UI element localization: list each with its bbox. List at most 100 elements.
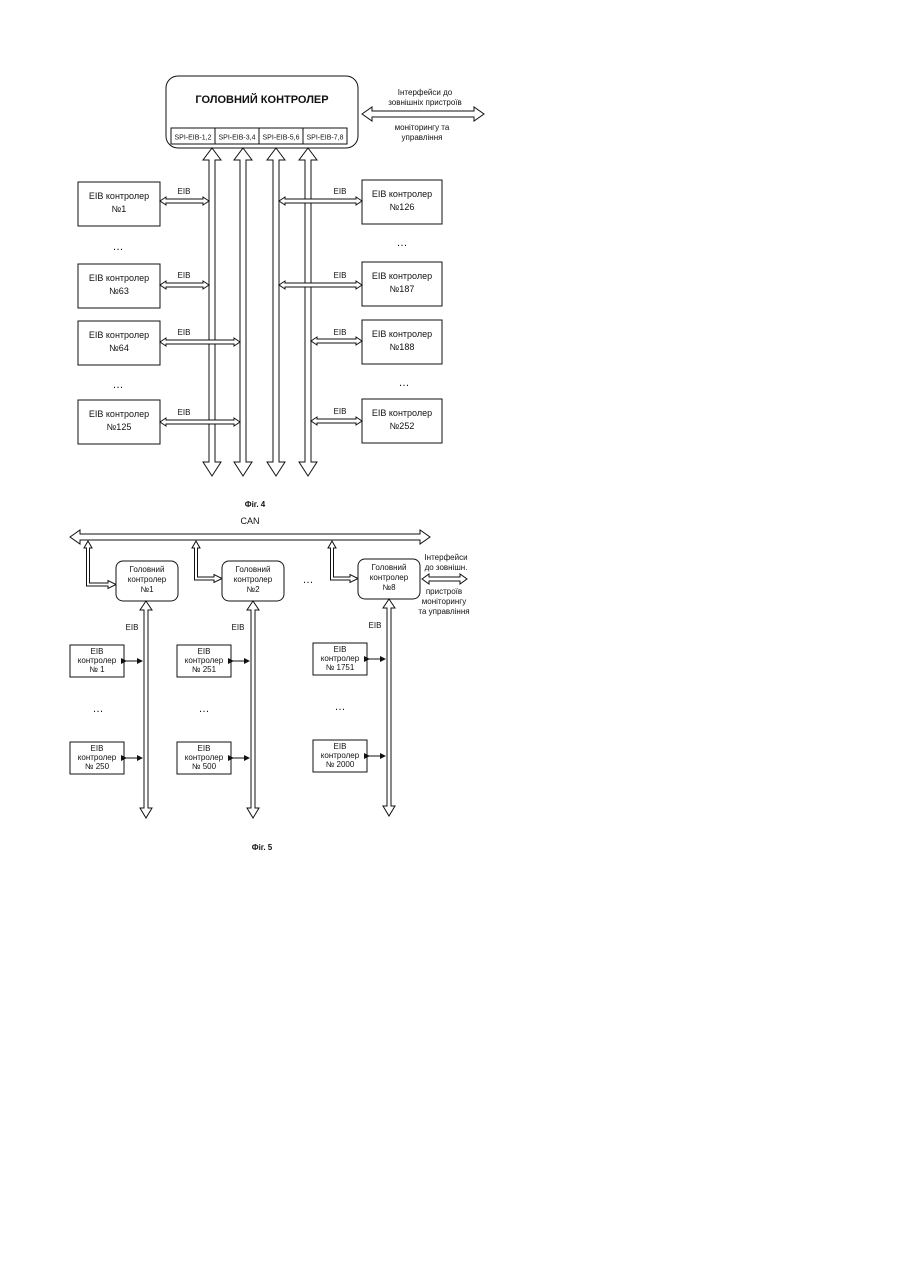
controller-label: EIB	[198, 647, 211, 656]
controller-number: № 1	[89, 665, 105, 674]
fig5-eib-bus-2	[247, 601, 259, 818]
eib-label: EIB	[178, 328, 191, 337]
fig4-eib-link-left-3	[160, 338, 240, 346]
fig5-eib-bus-1	[140, 601, 152, 818]
controller-number: №125	[107, 422, 132, 432]
fig4-caption: Фіг. 4	[245, 500, 266, 509]
fig5-eib-controller-251: EIB контролер № 251	[177, 645, 231, 677]
fig4-eib-link-left-4	[160, 418, 240, 426]
controller-number: №252	[390, 421, 415, 431]
eib-label: EIB	[334, 328, 347, 337]
fig5-head-controller-1: Головний контролер №1	[116, 561, 178, 601]
fig4-eib-link-right-1	[279, 197, 362, 205]
fig4-ellipsis: …	[399, 377, 410, 389]
fig4-bus-3	[267, 148, 285, 476]
controller-number: № 250	[85, 762, 110, 771]
fig4-right-controller-3: EIB контролер №188	[362, 320, 442, 364]
fig5-eib-controller-500: EIB контролер № 500	[177, 742, 231, 774]
fig5-eib-controller-1751: EIB контролер № 1751	[313, 643, 367, 675]
figure-5: CAN Головний контролер №1 Головний контр…	[70, 516, 470, 852]
can-tap-1	[84, 541, 116, 589]
eib-label: EIB	[126, 623, 139, 632]
controller-label: контролер	[321, 751, 360, 760]
fig4-interface-line4: управління	[402, 133, 443, 142]
controller-label: EIB контролер	[89, 409, 149, 419]
controller-number: №63	[109, 286, 129, 296]
fig5-interface-line2: до зовнішн.	[425, 563, 468, 572]
controller-label: EIB контролер	[372, 329, 432, 339]
fig4-eib-link-right-4	[311, 417, 362, 425]
controller-label: EIB	[334, 742, 347, 751]
fig4-right-controller-1: EIB контролер №126	[362, 180, 442, 224]
head-number: №8	[382, 583, 396, 592]
controller-label: контролер	[185, 656, 224, 665]
eib-label: EIB	[178, 408, 191, 417]
fig5-interface-line3: пристроїв	[426, 587, 462, 596]
controller-number: №187	[390, 284, 415, 294]
fig4-left-controller-3: EIB контролер №64	[78, 321, 160, 365]
controller-number: № 251	[192, 665, 217, 674]
can-bus	[70, 530, 430, 544]
fig4-right-controller-4: EIB контролер №252	[362, 399, 442, 443]
controller-label: контролер	[78, 753, 117, 762]
fig4-left-controller-2: EIB контролер №63	[78, 264, 160, 308]
controller-label: EIB	[91, 647, 104, 656]
fig4-ellipsis: …	[397, 237, 408, 249]
spi-port-3: SPI-EIB-5,6	[263, 135, 300, 142]
spi-port-4: SPI-EIB-7,8	[307, 135, 344, 142]
fig5-interface-line1: Інтерфейси	[424, 553, 467, 562]
controller-label: EIB контролер	[89, 191, 149, 201]
eib-label: EIB	[178, 187, 191, 196]
fig5-ellipsis: …	[303, 574, 314, 586]
controller-label: EIB	[91, 744, 104, 753]
fig4-eib-link-right-3	[311, 337, 362, 345]
controller-label: EIB контролер	[372, 271, 432, 281]
head-label: контролер	[128, 575, 167, 584]
eib-label: EIB	[334, 187, 347, 196]
fig5-eib-controller-1: EIB контролер № 1	[70, 645, 124, 677]
controller-label: EIB контролер	[372, 408, 432, 418]
fig5-eib-bus-8	[383, 599, 395, 816]
can-label: CAN	[240, 516, 259, 526]
controller-number: №188	[390, 342, 415, 352]
controller-number: №64	[109, 343, 129, 353]
head-label: Головний	[236, 565, 271, 574]
fig5-interface-arrow	[422, 574, 467, 584]
controller-number: № 2000	[326, 760, 355, 769]
fig4-interface-line3: моніторингу та	[395, 123, 450, 132]
controller-label: EIB контролер	[372, 189, 432, 199]
head-label: Головний	[372, 563, 407, 572]
can-tap-3	[328, 541, 358, 583]
main-controller-title: ГОЛОВНИЙ КОНТРОЛЕР	[195, 93, 328, 106]
head-label: контролер	[370, 573, 409, 582]
fig4-interface-line1: Інтерфейси до	[398, 88, 453, 97]
fig4-interface-arrow	[362, 107, 484, 121]
head-number: №2	[246, 585, 260, 594]
controller-label: контролер	[321, 654, 360, 663]
controller-number: №1	[112, 204, 127, 214]
fig5-ellipsis: …	[335, 701, 346, 713]
fig4-ellipsis: …	[113, 241, 124, 253]
controller-number: № 1751	[326, 663, 355, 672]
controller-number: № 500	[192, 762, 217, 771]
spi-port-2: SPI-EIB-3,4	[219, 135, 256, 142]
fig4-left-controller-4: EIB контролер №125	[78, 400, 160, 444]
controller-label: EIB	[198, 744, 211, 753]
fig4-right-controller-2: EIB контролер №187	[362, 262, 442, 306]
fig5-interface-line5: та управління	[418, 607, 469, 616]
fig5-caption: Фіг. 5	[252, 843, 273, 852]
head-label: контролер	[234, 575, 273, 584]
controller-label: EIB контролер	[89, 273, 149, 283]
fig4-eib-link-left-2	[160, 281, 209, 289]
fig5-head-controller-2: Головний контролер №2	[222, 561, 284, 601]
spi-port-1: SPI-EIB-1,2	[175, 135, 212, 142]
controller-label: контролер	[185, 753, 224, 762]
fig4-bus-1	[203, 148, 221, 476]
can-tap-2	[192, 541, 222, 583]
eib-label: EIB	[334, 407, 347, 416]
fig5-ellipsis: …	[199, 703, 210, 715]
eib-label: EIB	[369, 621, 382, 630]
fig5-head-controller-8: Головний контролер №8	[358, 559, 420, 599]
head-label: Головний	[130, 565, 165, 574]
